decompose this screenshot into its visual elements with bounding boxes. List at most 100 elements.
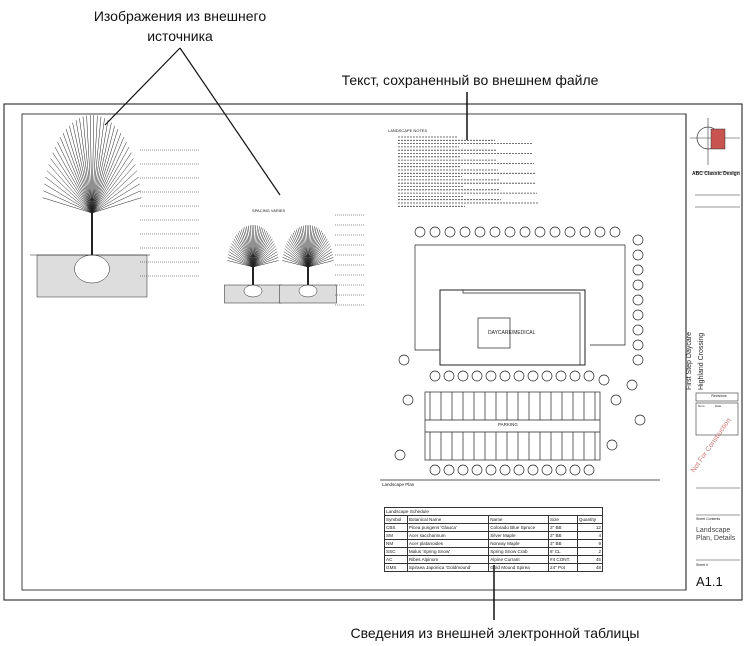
caption-external-images: Изображения из внешнего источника xyxy=(40,6,320,46)
plant-symbol xyxy=(632,234,644,246)
spacing-label: SPACING VARIES xyxy=(252,208,286,213)
sheet-contents: Landscape Plan, Details xyxy=(696,527,736,542)
plant-symbol xyxy=(443,464,455,476)
table-cell: Spring Snow Crab xyxy=(488,547,550,556)
plant-symbol xyxy=(583,370,595,382)
plant-symbol xyxy=(626,379,638,391)
plant-symbol xyxy=(504,226,516,238)
plant-symbol xyxy=(632,264,644,276)
plant-symbol xyxy=(606,439,618,451)
plant-symbol xyxy=(459,226,471,238)
table-cell: Silver Maple xyxy=(488,531,550,540)
table-cell: 48 xyxy=(576,563,604,572)
plant-symbol xyxy=(632,249,644,261)
sheet-contents-label: Sheet Contents xyxy=(696,517,721,521)
leader-line xyxy=(179,47,281,196)
col-header: Name xyxy=(488,515,550,524)
table-cell: #4 CONT. xyxy=(548,555,578,564)
table-cell: Ribes Alpinum xyxy=(406,555,490,564)
landscape-schedule-table: Landscape Schedule Symbol Botanical Name… xyxy=(384,507,604,572)
plant-symbol xyxy=(527,370,539,382)
plant-symbol xyxy=(429,464,441,476)
notes-title: LANDSCAPE NOTES xyxy=(388,128,427,133)
outer-frame xyxy=(3,103,743,601)
leader-line xyxy=(104,47,181,126)
table-cell: Norway Maple xyxy=(488,539,550,548)
table-cell: 4 xyxy=(576,531,604,540)
plant-symbol xyxy=(489,226,501,238)
plant-symbol xyxy=(541,370,553,382)
table-cell: 3" BB xyxy=(548,523,578,532)
plant-symbol xyxy=(634,414,646,426)
table-cell: 12 xyxy=(576,523,604,532)
plant-symbol xyxy=(569,370,581,382)
table-cell: Colorado Blue Spruce xyxy=(488,523,550,532)
caption-line: источника xyxy=(147,28,213,44)
table-cell: 24" Pot xyxy=(548,563,578,572)
tree-details xyxy=(30,115,365,306)
schedule-title: Landscape Schedule xyxy=(384,507,603,516)
table-cell: NM xyxy=(384,539,408,548)
plant-symbol xyxy=(398,354,410,366)
plant-symbol xyxy=(471,464,483,476)
table-cell: 8' CL xyxy=(548,547,578,556)
plant-symbol xyxy=(610,394,622,406)
col-header: Symbol xyxy=(384,515,408,524)
col-header: Size xyxy=(548,515,578,524)
table-cell: 3" BB xyxy=(548,539,578,548)
plant-symbol xyxy=(594,226,606,238)
table-cell: 45 xyxy=(576,555,604,564)
plant-symbol xyxy=(555,370,567,382)
plant-symbol xyxy=(429,370,441,382)
firm-logo xyxy=(710,128,726,150)
table-cell: Spiraea Japonica 'Goldmound' xyxy=(406,563,490,572)
plan-label: Landscape Plan xyxy=(382,482,415,487)
sheet-number-label: Sheet # xyxy=(696,563,709,567)
table-cell: 9 xyxy=(576,539,604,548)
plant-symbol xyxy=(519,226,531,238)
table-cell: Alpine Currant xyxy=(488,555,550,564)
plant-symbol xyxy=(632,339,644,351)
plant-symbol xyxy=(549,226,561,238)
table-cell: 2 xyxy=(576,547,604,556)
col-header: Botanical Name xyxy=(406,515,490,524)
sheet-number: A1.1 xyxy=(696,574,723,589)
plant-symbol xyxy=(609,226,621,238)
firm-name: ABC Classic Design xyxy=(692,171,740,177)
plant-symbol xyxy=(513,370,525,382)
plant-symbol xyxy=(474,226,486,238)
table-cell: GMS xyxy=(384,563,408,572)
title-block xyxy=(690,118,740,561)
plant-symbol xyxy=(632,354,644,366)
plant-symbol xyxy=(499,370,511,382)
rev-date: Date xyxy=(715,404,722,408)
plant-symbol xyxy=(527,464,539,476)
plant-symbol xyxy=(429,226,441,238)
rev-num: Num. xyxy=(698,404,706,408)
caption-external-spreadsheet: Сведения из внешней электронной таблицы xyxy=(350,625,640,641)
plant-symbol xyxy=(402,394,414,406)
plant-symbol xyxy=(579,226,591,238)
table-cell: SM xyxy=(384,531,408,540)
plant-symbol xyxy=(457,464,469,476)
building-label: DAYCARE/MEDICAL xyxy=(488,330,536,336)
table-cell: Malus 'Spring Snow' xyxy=(406,547,490,556)
plant-symbol xyxy=(414,226,426,238)
plant-symbol xyxy=(443,370,455,382)
plant-symbol xyxy=(583,464,595,476)
tree-detail-small xyxy=(279,225,337,304)
table-cell: AC xyxy=(384,555,408,564)
parking-label: PARKING xyxy=(498,422,518,427)
plant-symbol xyxy=(564,226,576,238)
plant-symbol xyxy=(541,464,553,476)
plant-symbol xyxy=(569,464,581,476)
plant-symbol xyxy=(632,324,644,336)
plant-symbol xyxy=(513,464,525,476)
